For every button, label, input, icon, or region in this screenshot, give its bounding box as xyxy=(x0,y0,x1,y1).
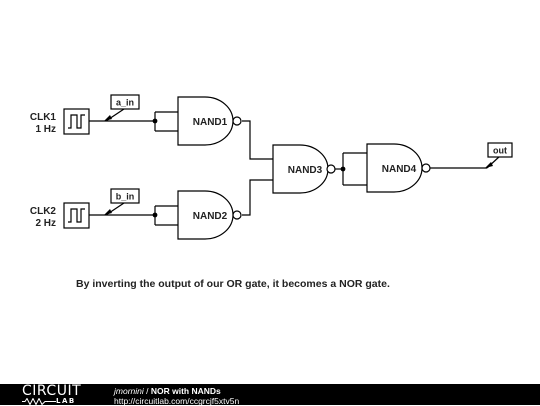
inversion-bubble xyxy=(326,164,336,174)
junction-dot xyxy=(152,212,158,218)
clk2-name-label: CLK2 xyxy=(30,206,57,217)
clk1-name-label: CLK1 xyxy=(30,112,57,123)
inversion-bubble xyxy=(232,116,242,126)
out-label: out xyxy=(493,146,507,156)
footer-bar: CIRCUIT LAB jmornini / NOR with NANDs ht… xyxy=(0,384,540,406)
nand3-label: NAND3 xyxy=(288,165,323,176)
clock-source-clk2[interactable] xyxy=(63,202,90,229)
square-wave-icon xyxy=(68,114,85,129)
b-in-label: b_in xyxy=(116,192,135,202)
nand-gate-nand1[interactable] xyxy=(177,96,242,146)
nand4-label: NAND4 xyxy=(382,164,417,175)
clk2-freq-label: 2 Hz xyxy=(35,218,56,229)
a-in-label: a_in xyxy=(116,98,134,108)
junction-dot xyxy=(340,166,346,172)
inversion-bubble xyxy=(232,210,242,220)
net-label-b-in[interactable] xyxy=(104,188,140,216)
circuit-title: NOR with NANDs xyxy=(150,386,221,396)
net-label-out[interactable] xyxy=(485,142,513,169)
nand-gate-nand2[interactable] xyxy=(177,190,242,240)
footer-attribution: jmornini / NOR with NANDs xyxy=(114,386,239,396)
author-link[interactable]: jmornini xyxy=(114,386,144,396)
wires xyxy=(89,111,487,226)
logo-wave-icon xyxy=(22,398,56,405)
square-wave-icon xyxy=(68,208,85,223)
schematic: CLK1 1 Hz CLK2 2 Hz NAND1 NAND2 NAND3 NA… xyxy=(30,94,513,240)
nand-gate-nand4[interactable] xyxy=(366,143,431,193)
logo-text-bottom: LAB xyxy=(56,397,76,405)
logo-text-top: CIRCUIT xyxy=(22,383,82,399)
clk1-freq-label: 1 Hz xyxy=(35,124,56,135)
junction-dot xyxy=(152,118,158,124)
nand2-label: NAND2 xyxy=(193,211,228,222)
caption-text: By inverting the output of our OR gate, … xyxy=(76,278,390,290)
nand-gate-nand3[interactable] xyxy=(272,144,336,194)
inversion-bubble xyxy=(421,163,431,173)
circuitlab-logo[interactable]: CIRCUIT LAB xyxy=(22,384,94,405)
attribution-separator: / xyxy=(143,386,151,396)
nand1-label: NAND1 xyxy=(193,117,228,128)
footer-info: jmornini / NOR with NANDs http://circuit… xyxy=(114,386,239,406)
circuit-url-link[interactable]: http://circuitlab.com/ccgrcjf5xtv5n xyxy=(114,396,240,406)
clock-source-clk1[interactable] xyxy=(63,108,90,135)
net-label-a-in[interactable] xyxy=(104,94,140,122)
junctions xyxy=(152,118,346,218)
